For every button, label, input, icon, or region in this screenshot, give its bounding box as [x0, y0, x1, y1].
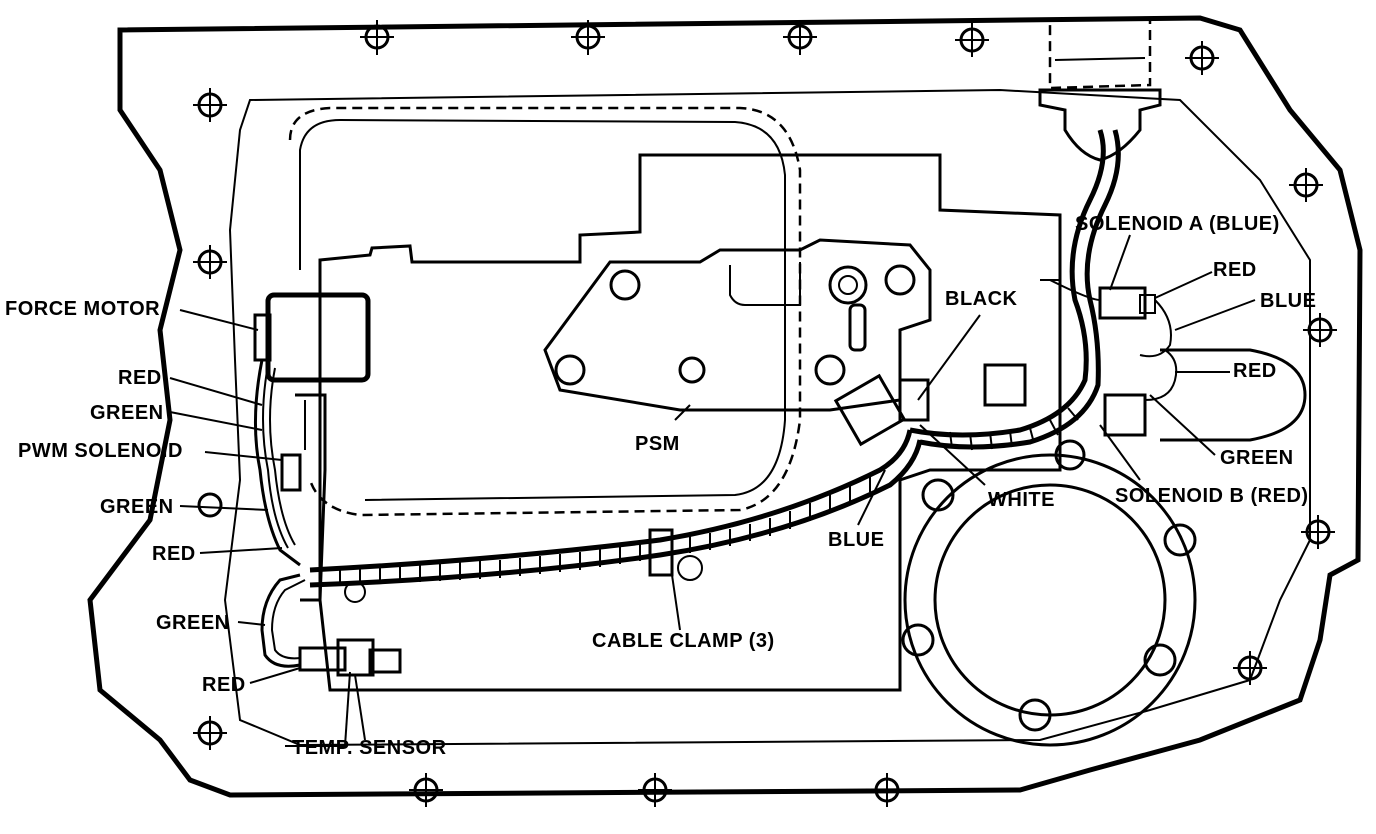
- label-psm: PSM: [635, 433, 680, 455]
- label-temp-sensor: TEMP. SENSOR: [292, 737, 447, 759]
- label-green-2: GREEN: [100, 496, 174, 518]
- label-green-right: GREEN: [1220, 447, 1294, 469]
- label-green-1: GREEN: [90, 402, 164, 424]
- label-force-motor: FORCE MOTOR: [5, 298, 161, 320]
- valve-body-plate: [318, 153, 1062, 692]
- label-pwm-solenoid: PWM SOLENOID: [18, 440, 183, 462]
- gasket-line: [223, 88, 1311, 747]
- solenoid-b: [1103, 393, 1147, 437]
- dashed-filter-outline: [288, 106, 802, 517]
- perimeter-bolt-ticks: [193, 20, 1337, 807]
- psm-center-fitting: [828, 265, 868, 305]
- psm-bolt-1: [609, 269, 641, 301]
- psm-bolt-5: [814, 354, 846, 386]
- right-harness: [909, 129, 1106, 438]
- main-harness: [309, 429, 913, 573]
- label-black: BLACK: [945, 288, 1018, 310]
- label-green-3: GREEN: [156, 612, 230, 634]
- temp-sensor-loop: [260, 573, 301, 668]
- psm-plate: [543, 238, 932, 412]
- cable-clamp: [648, 528, 674, 577]
- leader-lines: [169, 234, 1256, 747]
- accumulator: [1160, 348, 1307, 442]
- label-white: WHITE: [988, 489, 1055, 511]
- label-solenoid-a: SOLENOID A (BLUE): [1075, 213, 1280, 235]
- temp-sensor-body: [298, 646, 347, 672]
- harness-connector: [1038, 88, 1162, 162]
- force-motor-body: [265, 292, 371, 383]
- left-harness: [253, 359, 301, 567]
- force-motor-bracket: [253, 313, 272, 362]
- large-port-inner: [933, 483, 1167, 717]
- connector-dashed: [1048, 16, 1152, 90]
- label-red-3: RED: [202, 674, 246, 696]
- perimeter-bolts: [197, 24, 1333, 803]
- label-blue-a: BLUE: [1260, 290, 1317, 312]
- label-solenoid-b: SOLENOID B (RED): [1115, 485, 1309, 507]
- psm-bolt-4: [884, 264, 916, 296]
- black-connector: [983, 363, 1027, 407]
- harness-corrugation: [339, 474, 871, 586]
- psm-connector: [833, 373, 907, 447]
- pan-outline: [87, 15, 1363, 798]
- label-cable-clamp: CABLE CLAMP (3): [592, 630, 775, 652]
- pwm-bracket: [295, 393, 327, 602]
- psm-bolt-2: [554, 354, 586, 386]
- label-red-1: RED: [118, 367, 162, 389]
- pwm-solenoid: [280, 453, 302, 492]
- label-red-2: RED: [152, 543, 196, 565]
- dashed-filter-outline-inner: [299, 118, 786, 501]
- label-red-a: RED: [1213, 259, 1257, 281]
- right-corrugation: [949, 407, 1079, 451]
- label-red-right: RED: [1233, 360, 1277, 382]
- solenoid-a: [1098, 286, 1147, 320]
- label-blue-bottom: BLUE: [828, 529, 885, 551]
- large-port-outer: [903, 453, 1197, 747]
- psm-stub: [848, 303, 867, 352]
- psm-bolt-3: [678, 356, 706, 384]
